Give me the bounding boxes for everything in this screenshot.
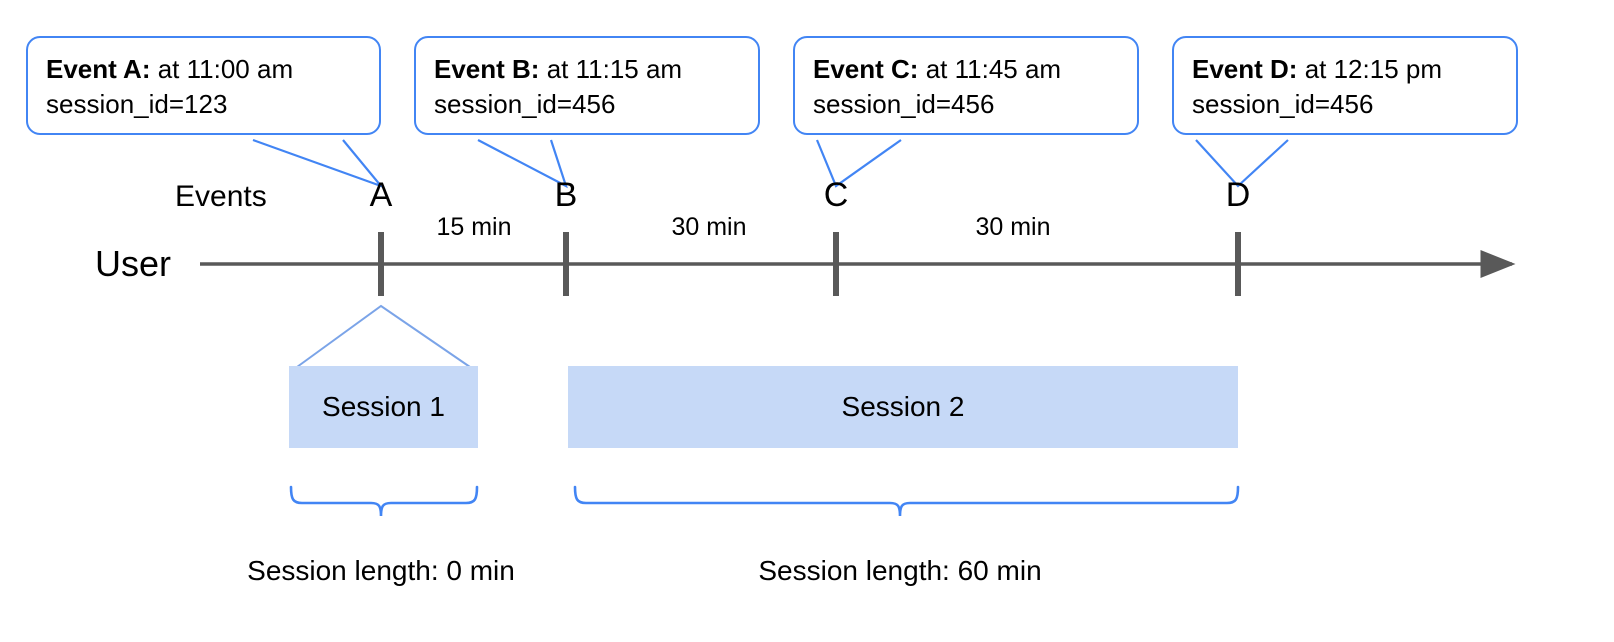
callout-b-time: at 11:15 am xyxy=(539,54,683,84)
event-letter-d: D xyxy=(1225,176,1251,214)
callout-c-title: Event C: xyxy=(813,54,919,84)
callout-d-line2: session_id=456 xyxy=(1192,88,1374,119)
event-letter-b: B xyxy=(554,176,578,214)
event-letter-a: A xyxy=(369,176,393,214)
session-2-brace xyxy=(573,485,1240,517)
session-bar-2[interactable]: Session 2 xyxy=(568,366,1238,448)
callout-a-time: at 11:00 am xyxy=(150,54,294,84)
callout-event-c[interactable]: Event C: at 11:45 am session_id=456 xyxy=(793,36,1139,136)
callout-c-line1: Event C: at 11:45 am xyxy=(813,52,1121,87)
gap-label-c-d: 30 min xyxy=(975,213,1051,241)
callout-a-line2: session_id=123 xyxy=(46,88,228,119)
callout-b-title: Event B: xyxy=(434,54,540,84)
callout-d-title: Event D: xyxy=(1192,54,1298,84)
row-label-user: User xyxy=(95,243,172,284)
row-label-events: Events xyxy=(175,180,267,213)
callout-leader-b xyxy=(477,139,568,189)
gap-label-a-b: 15 min xyxy=(436,213,512,241)
session-1-brace xyxy=(289,485,479,517)
callout-a-title: Event A: xyxy=(46,54,151,84)
callout-c-time: at 11:45 am xyxy=(918,54,1062,84)
callout-d-time: at 12:15 pm xyxy=(1297,54,1443,84)
callout-event-b[interactable]: Event B: at 11:15 am session_id=456 xyxy=(414,36,760,136)
session-bar-1[interactable]: Session 1 xyxy=(289,366,478,448)
event-letter-c: C xyxy=(823,176,849,214)
session-bar-2-label: Session 2 xyxy=(841,391,965,422)
callout-leader-a xyxy=(252,138,385,189)
session-bar-1-label: Session 1 xyxy=(322,391,445,422)
callout-a-line1: Event A: at 11:00 am xyxy=(46,52,363,87)
callout-event-d[interactable]: Event D: at 12:15 pm session_id=456 xyxy=(1172,36,1518,136)
callout-b-line1: Event B: at 11:15 am xyxy=(434,52,742,87)
session-length-label-2: Session length: 60 min xyxy=(758,555,1042,586)
gap-label-b-c: 30 min xyxy=(671,213,747,241)
session-1-connector xyxy=(296,304,471,368)
callout-d-line1: Event D: at 12:15 pm xyxy=(1192,52,1500,87)
callout-b-line2: session_id=456 xyxy=(434,88,616,119)
session-length-label-1: Session length: 0 min xyxy=(247,555,515,586)
callout-event-a[interactable]: Event A: at 11:00 am session_id=123 xyxy=(26,36,381,136)
callout-c-line2: session_id=456 xyxy=(813,88,995,119)
